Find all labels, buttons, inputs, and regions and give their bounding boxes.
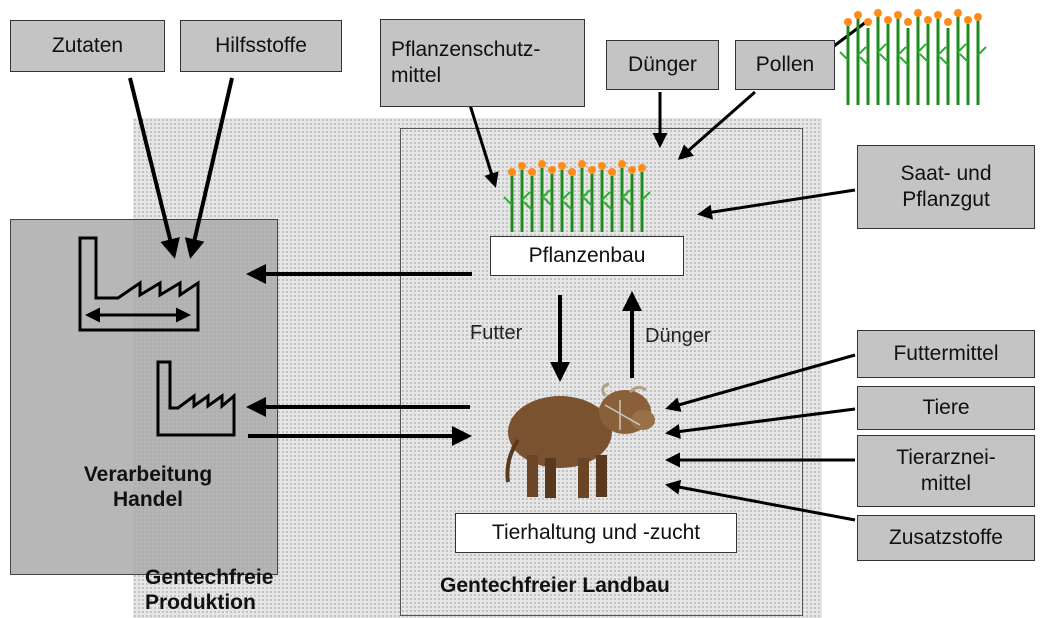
arrow-tiere (665, 407, 856, 439)
factory-icon (78, 236, 200, 332)
tierarzneimittel-box: Tierarznei- mittel (857, 435, 1035, 507)
verarbeitung-handel-label: Verarbeitung Handel (38, 462, 258, 512)
saatgut-label-1: Saat- und (900, 161, 992, 185)
tiere-box: Tiere (857, 386, 1035, 430)
handel-label: Handel (112, 488, 183, 512)
hilfsstoffe-label: Hilfsstoffe (215, 33, 307, 57)
pflanzenbau-label: Pflanzenbau (528, 244, 646, 267)
duenger-flow-label: Dünger (645, 325, 711, 347)
saatgut-box: Saat- und Pflanzgut (857, 145, 1035, 229)
pflanzenschutzmittel-label-1: Pflanzenschutz- (391, 37, 541, 61)
arrow-zusatzstoffe (665, 479, 856, 522)
duenger-label: Dünger (628, 52, 697, 76)
pollen-label: Pollen (755, 52, 815, 76)
produktion-label: Produktion (145, 591, 256, 615)
arrow-zutaten (128, 77, 180, 259)
futtermittel-label: Futtermittel (893, 341, 999, 365)
hilfsstoffe-box: Hilfsstoffe (180, 20, 342, 72)
tierhaltung-box: Tierhaltung und -zucht (455, 513, 737, 553)
pflanzenschutzmittel-box: Pflanzenschutz- mittel (380, 19, 585, 107)
zutaten-label: Zutaten (51, 33, 124, 57)
zutaten-box: Zutaten (10, 20, 165, 72)
cow-icon (505, 382, 655, 498)
verarbeitung-label: Verarbeitung (83, 463, 213, 486)
crop-field-icon (503, 160, 651, 232)
tierarzneimittel-label-1: Tierarznei- (896, 445, 996, 469)
pflanzenbau-box: Pflanzenbau (490, 236, 684, 276)
futter-label: Futter (470, 322, 523, 344)
zusatzstoffe-label: Zusatzstoffe (888, 525, 1003, 549)
crop-field-pollen-icon (839, 9, 987, 105)
futtermittel-box: Futtermittel (857, 330, 1035, 378)
factory-small-icon (156, 360, 236, 437)
arrow-pflanzenschutzmittel (468, 104, 499, 188)
zusatzstoffe-box: Zusatzstoffe (857, 515, 1035, 561)
gentechfreie-produktion-label: Gentechfreie Produktion (145, 565, 273, 615)
gentechfreier-landbau-label: Gentechfreier Landbau (440, 574, 670, 597)
gentechfreie-label: Gentechfreie (145, 566, 274, 589)
duenger-box: Dünger (606, 40, 719, 90)
pflanzenschutzmittel-label-2: mittel (391, 64, 442, 87)
arrow-pollen (677, 90, 756, 160)
tiere-label: Tiere (922, 395, 970, 419)
tierhaltung-label: Tierhaltung und -zucht (491, 521, 701, 544)
tierarzneimittel-label-2: mittel (920, 472, 972, 495)
pollen-box: Pollen (735, 40, 835, 90)
arrow-futtermittel (665, 353, 856, 412)
saatgut-label-2: Pflanzgut (902, 188, 990, 211)
arrow-hilfsstoffe (184, 77, 234, 259)
arrow-saatgut (697, 188, 856, 220)
